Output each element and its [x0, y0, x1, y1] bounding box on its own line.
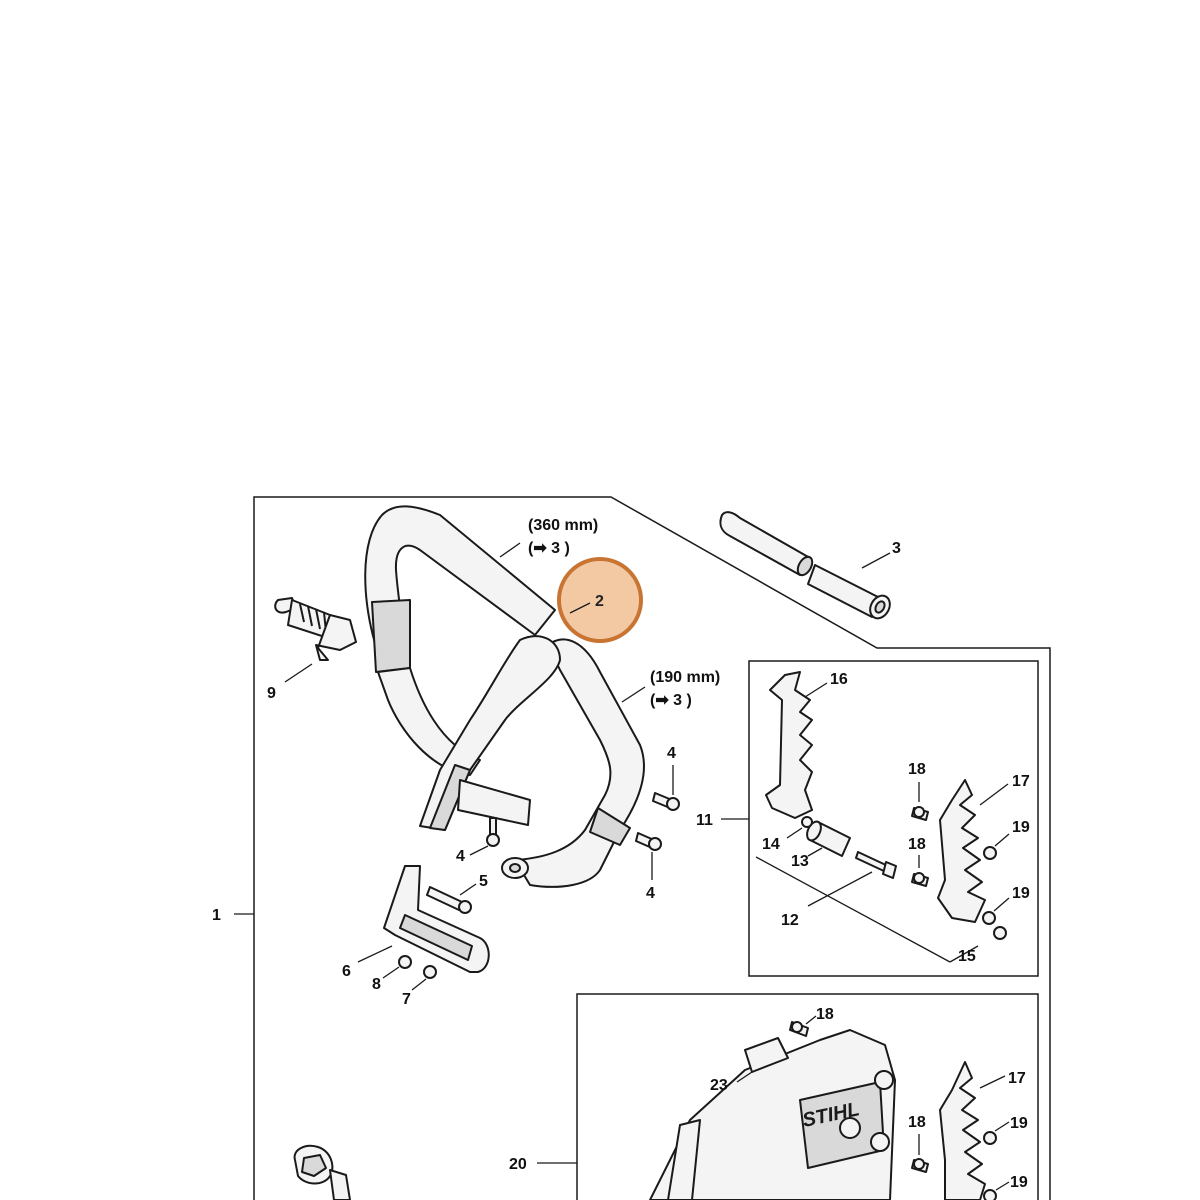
part-label-13[interactable]: 13 [791, 853, 809, 870]
highlight-circle [557, 557, 643, 643]
reference-annotation-short: (➡ 3 ) [650, 692, 692, 709]
screw-icon[interactable] [911, 806, 929, 821]
highlight-marker-2[interactable]: 2 [557, 557, 643, 643]
part-label-19a[interactable]: 19 [1012, 819, 1030, 836]
bolt-icon[interactable] [855, 851, 897, 879]
leader-19d [995, 1181, 1010, 1191]
handlebar-icon[interactable] [364, 505, 645, 888]
wrench-icon[interactable] [293, 1144, 351, 1200]
leader-7 [411, 978, 427, 991]
part-label-6[interactable]: 6 [342, 963, 351, 980]
nut-icon[interactable] [993, 926, 1007, 940]
leader-17a [979, 783, 1009, 806]
washer-icon[interactable] [423, 965, 437, 979]
leader-8 [382, 966, 400, 979]
part-label-15[interactable]: 15 [958, 948, 976, 965]
leader-18c [805, 1015, 817, 1025]
length-annotation-190: (190 mm) [650, 669, 720, 686]
screw-icon[interactable] [398, 955, 412, 969]
leader-12 [807, 871, 873, 907]
washer-icon[interactable] [801, 816, 813, 828]
leader-15 [755, 856, 951, 963]
part-label-5[interactable]: 5 [479, 873, 488, 890]
part-label-18c[interactable]: 18 [816, 1006, 834, 1023]
part-label-1[interactable]: 1 [212, 907, 221, 924]
part-label-19d[interactable]: 19 [1010, 1174, 1028, 1191]
part-label-7[interactable]: 7 [402, 991, 411, 1008]
spike-bumper-icon[interactable] [939, 1061, 986, 1200]
leader-4b [469, 845, 489, 856]
assembly-frame-20 [576, 993, 1039, 1200]
part-label-4b[interactable]: 4 [456, 848, 465, 865]
part-label-19c[interactable]: 19 [1010, 1115, 1028, 1132]
part-label-18b[interactable]: 18 [908, 836, 926, 853]
part-label-20[interactable]: 20 [509, 1156, 527, 1173]
part-label-14[interactable]: 14 [762, 836, 780, 853]
part-label-8[interactable]: 8 [372, 976, 381, 993]
nut-icon[interactable] [982, 911, 996, 925]
screw-icon[interactable] [486, 817, 500, 847]
leader-2-short [621, 686, 646, 703]
leader-14 [786, 827, 803, 839]
leader-19a [994, 833, 1010, 847]
leader-23 [736, 1071, 753, 1083]
screw-icon[interactable] [426, 886, 472, 914]
part-label-9[interactable]: 9 [267, 685, 276, 702]
part-label-4a[interactable]: 4 [667, 745, 676, 762]
part-label-12[interactable]: 12 [781, 912, 799, 929]
part-label-17a[interactable]: 17 [1012, 773, 1030, 790]
leader-3 [861, 552, 891, 569]
cover-insert-icon[interactable] [744, 1037, 789, 1073]
screw-icon[interactable] [911, 1158, 929, 1173]
part-label-11[interactable]: 11 [696, 812, 713, 829]
screw-icon[interactable] [789, 1021, 809, 1037]
spike-bumper-icon[interactable] [765, 671, 813, 819]
part-label-18a[interactable]: 18 [908, 761, 926, 778]
part-label-17b[interactable]: 17 [1008, 1070, 1026, 1087]
screw-icon[interactable] [652, 792, 680, 811]
spring-buffer-icon[interactable] [274, 597, 357, 661]
grip-hose-icon[interactable] [719, 511, 893, 622]
leader-2 [569, 602, 591, 614]
part-label-19b[interactable]: 19 [1012, 885, 1030, 902]
leader-13 [807, 847, 823, 857]
part-label-3[interactable]: 3 [892, 540, 901, 557]
nut-icon[interactable] [983, 846, 997, 860]
part-label-4c[interactable]: 4 [646, 885, 655, 902]
mounting-plate-icon[interactable] [383, 865, 490, 973]
part-label-2[interactable]: 2 [595, 593, 604, 610]
screw-icon[interactable] [911, 872, 929, 887]
screw-icon[interactable] [635, 832, 662, 851]
leader-19c [994, 1121, 1010, 1132]
nut-icon[interactable] [983, 1189, 997, 1200]
leader-15b [949, 945, 979, 963]
nut-icon[interactable] [983, 1131, 997, 1145]
leader-16 [804, 682, 828, 698]
leader-6 [357, 945, 393, 963]
leader-9 [284, 663, 313, 683]
length-annotation-360: (360 mm) [528, 517, 598, 534]
part-label-16[interactable]: 16 [830, 671, 848, 688]
leader-19b [993, 897, 1010, 912]
leader-5 [459, 883, 477, 896]
leader-17b [979, 1075, 1006, 1089]
part-label-23[interactable]: 23 [710, 1077, 728, 1094]
leader-2-long [499, 542, 521, 558]
assembly-frame-1 [253, 496, 1051, 1200]
reference-annotation-long: (➡ 3 ) [528, 540, 570, 557]
spike-bumper-icon[interactable] [937, 779, 986, 923]
sprocket-cover-icon[interactable]: STIHL [649, 1029, 896, 1200]
part-label-18d[interactable]: 18 [908, 1114, 926, 1131]
